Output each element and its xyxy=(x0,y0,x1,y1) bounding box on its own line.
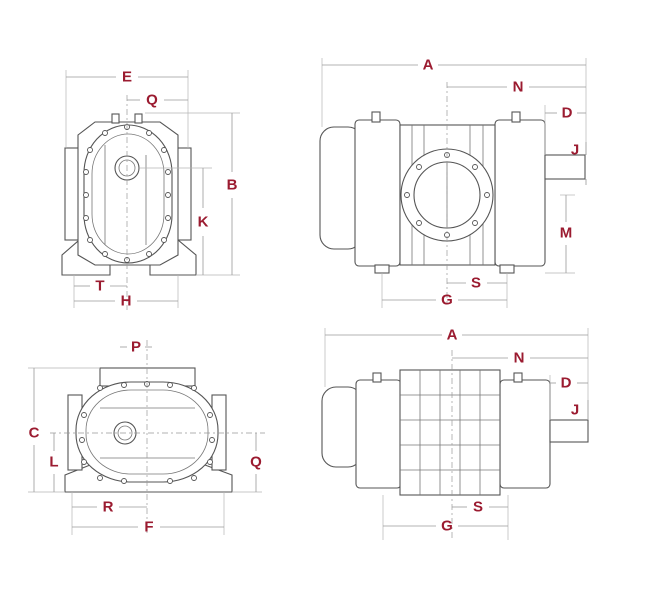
dim-label-G: G xyxy=(441,518,453,535)
dim-label-A: A xyxy=(447,327,458,344)
dim-label-P: P xyxy=(131,339,141,356)
left-housing xyxy=(355,379,402,489)
right-housing xyxy=(494,119,546,267)
left-housing xyxy=(354,119,401,267)
center-frame xyxy=(399,369,501,496)
dim-label-L: L xyxy=(49,454,58,471)
dim-label-T: T xyxy=(95,278,104,295)
dim-label-N: N xyxy=(513,79,524,96)
front-view-bottom: P C L Q R F xyxy=(28,339,265,536)
dim-label-K: K xyxy=(198,214,209,231)
dim-label-F: F xyxy=(144,519,153,536)
dim-label-J: J xyxy=(571,402,579,419)
dim-label-R: R xyxy=(103,499,114,516)
dim-label-E: E xyxy=(122,69,132,86)
end-cover xyxy=(83,124,173,264)
dim-label-D: D xyxy=(562,105,573,122)
dim-label-D: D xyxy=(561,375,572,392)
right-housing xyxy=(499,379,551,489)
side-view-bottom: A N D J S G xyxy=(321,327,589,540)
dim-label-S: S xyxy=(473,499,483,516)
shaft xyxy=(549,419,589,443)
bolts xyxy=(83,124,171,263)
dim-label-M: M xyxy=(560,225,573,242)
dim-label-Q: Q xyxy=(146,92,158,109)
front-view-top: E Q B K T H xyxy=(61,69,240,310)
dim-label-G: G xyxy=(441,292,453,309)
dim-label-A: A xyxy=(423,57,434,74)
side-view-top: A N D J M G S xyxy=(319,57,587,309)
frame-grid xyxy=(400,370,500,495)
shaft xyxy=(544,154,586,180)
dim-label-J: J xyxy=(571,142,579,159)
dim-label-Q: Q xyxy=(250,454,262,471)
dim-label-N: N xyxy=(514,350,525,367)
dim-label-H: H xyxy=(121,293,132,310)
dim-label-C: C xyxy=(29,425,40,442)
dim-label-S: S xyxy=(471,275,481,292)
dim-label-B: B xyxy=(227,177,238,194)
